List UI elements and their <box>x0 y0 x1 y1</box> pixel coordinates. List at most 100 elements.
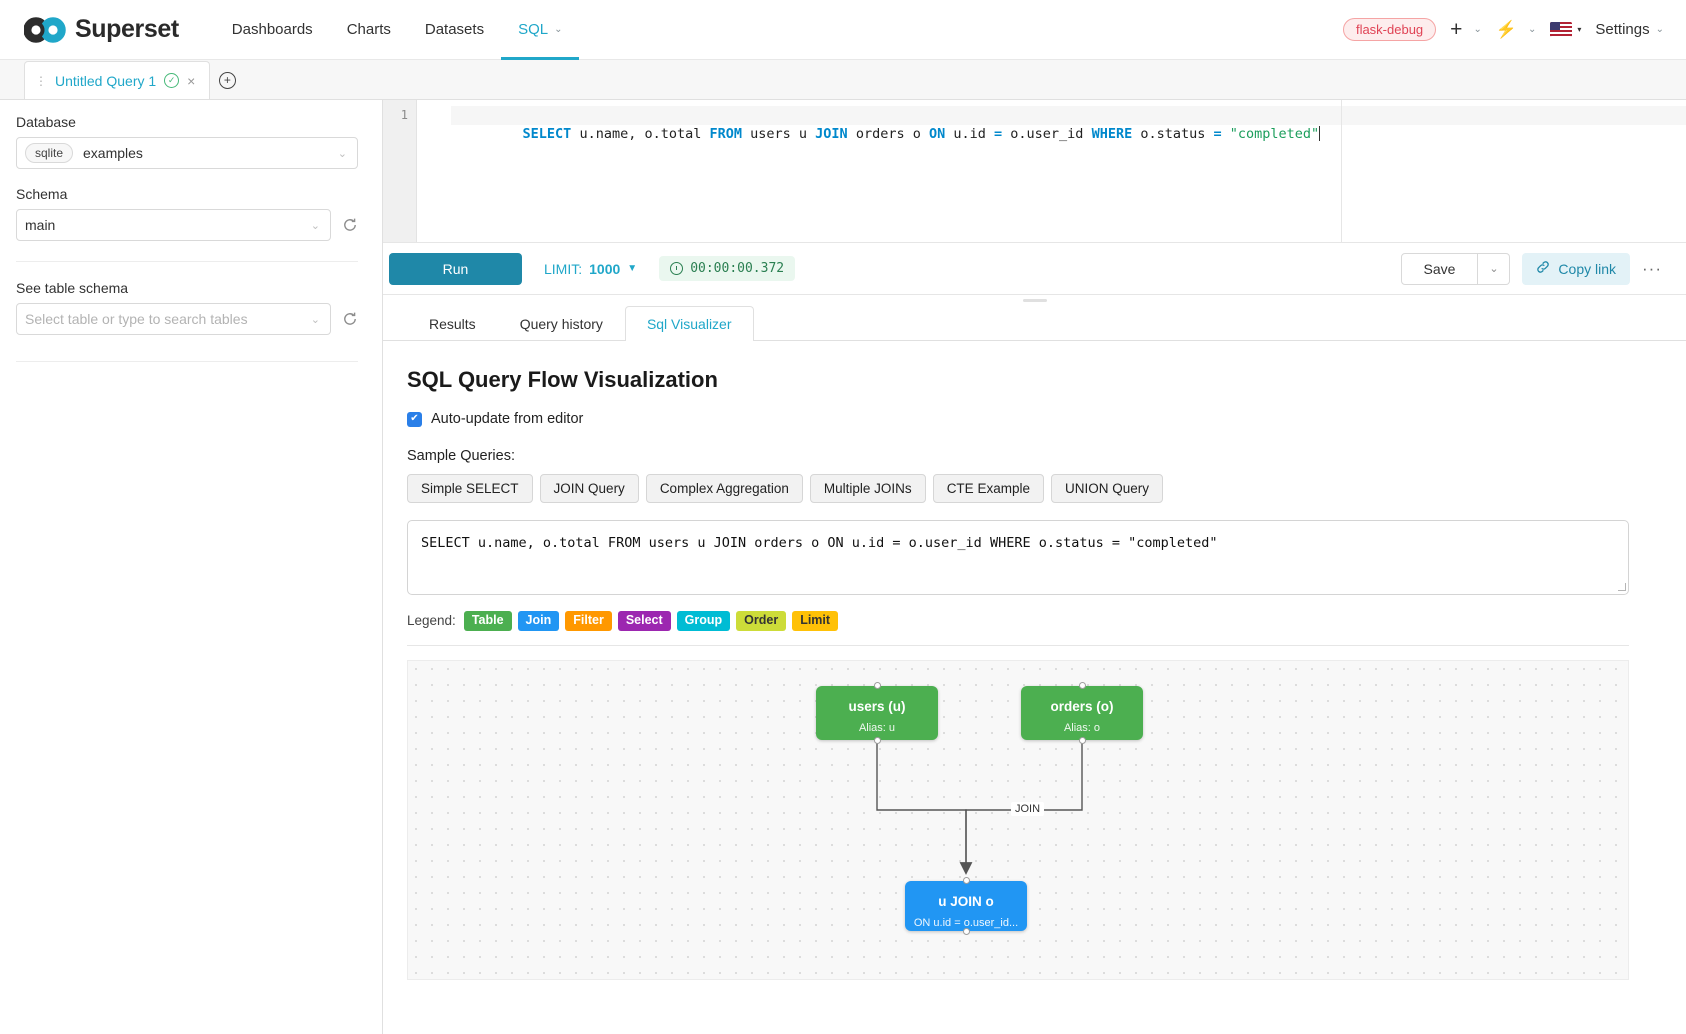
schema-label: Schema <box>16 186 68 202</box>
more-options-icon[interactable]: ··· <box>1642 259 1662 278</box>
legend-chip-order: Order <box>736 611 787 631</box>
triangle-down-icon: ▾ <box>1577 25 1582 34</box>
panel-resize-handle[interactable] <box>383 295 1686 305</box>
query-tab-untitled-query-1[interactable]: ⋮ Untitled Query 1 ✓ × <box>24 61 211 99</box>
sample-query-button-5[interactable]: UNION Query <box>1050 474 1163 503</box>
drag-handle-icon[interactable]: ⋮ <box>35 73 47 88</box>
table-row: Select table or type to search tables ⌄ <box>16 303 358 335</box>
chevron-down-icon: ⌄ <box>554 24 563 35</box>
chevron-down-icon: ⌄ <box>1528 24 1537 35</box>
text-cursor <box>1319 126 1321 141</box>
checkmark-icon: ✔ <box>410 413 419 424</box>
settings-label: Settings <box>1595 21 1650 38</box>
bolt-menu-button[interactable]: ⚡ ⌄ <box>1496 21 1537 38</box>
schema-value: main <box>25 217 56 233</box>
database-select[interactable]: sqlite examples ⌄ <box>16 137 358 169</box>
node-handle-bottom-icon[interactable] <box>873 736 881 744</box>
see-table-schema-label: See table schema <box>16 280 129 296</box>
editor-code-area[interactable]: SELECT u.name, o.total FROM users u JOIN… <box>417 100 1686 242</box>
settings-menu[interactable]: Settings ⌄ <box>1595 21 1664 38</box>
toolbar-right: Save ⌄ Copy link ··· <box>1400 252 1663 285</box>
chevron-down-icon: ⌄ <box>1473 24 1482 35</box>
nav-dashboards[interactable]: Dashboards <box>215 0 330 60</box>
save-dropdown-chevron-down-icon[interactable]: ⌄ <box>1478 252 1511 285</box>
tab-results[interactable]: Results <box>407 306 498 341</box>
nav-sql[interactable]: SQL ⌄ <box>501 0 580 60</box>
code-token: SELECT <box>522 126 572 142</box>
chevron-down-icon: ⌄ <box>1655 24 1664 35</box>
sample-query-button-3[interactable]: Multiple JOINs <box>809 474 926 503</box>
table-select[interactable]: Select table or type to search tables ⌄ <box>16 303 331 335</box>
sample-query-button-2[interactable]: Complex Aggregation <box>645 474 803 503</box>
node-handle-top-icon[interactable] <box>873 681 881 689</box>
flow-node-join[interactable]: u JOIN o ON u.id = o.user_id... <box>905 876 1027 935</box>
copy-link-label: Copy link <box>1558 260 1617 277</box>
sample-query-button-0[interactable]: Simple SELECT <box>407 474 533 503</box>
refresh-tables-icon[interactable] <box>342 311 358 327</box>
superset-mark-icon <box>23 16 66 43</box>
bolt-icon: ⚡ <box>1495 20 1517 39</box>
sample-query-button-4[interactable]: CTE Example <box>932 474 1044 503</box>
node-handle-top-icon[interactable] <box>962 876 970 884</box>
copy-link-button[interactable]: Copy link <box>1522 252 1631 285</box>
save-group: Save ⌄ <box>1400 252 1511 285</box>
flow-node-users[interactable]: users (u) Alias: u <box>816 681 938 744</box>
legend-label: Legend: <box>407 613 456 629</box>
new-menu-button[interactable]: + ⌄ <box>1450 19 1482 40</box>
database-engine-badge: sqlite <box>25 143 74 163</box>
database-label: Database <box>16 114 76 130</box>
tab-sql-visualizer[interactable]: Sql Visualizer <box>624 306 754 341</box>
superset-logo[interactable]: Superset <box>23 15 179 44</box>
code-token: = <box>1213 126 1222 142</box>
us-flag-icon <box>1550 22 1573 37</box>
flow-node-title: u JOIN o <box>938 893 994 909</box>
flow-node-title: users (u) <box>848 698 906 714</box>
node-handle-bottom-icon[interactable] <box>1078 736 1086 744</box>
chevron-down-icon: ⌄ <box>310 313 320 326</box>
nav-charts-label: Charts <box>346 21 391 38</box>
code-token: = <box>994 126 1003 142</box>
flow-node-title: orders (o) <box>1050 698 1114 714</box>
language-selector[interactable]: ▾ <box>1550 22 1581 37</box>
sql-visualizer-panel: SQL Query Flow Visualization ✔ Auto-upda… <box>383 341 1686 1034</box>
editor-code-line: SELECT u.name, o.total FROM users u JOIN… <box>425 106 1686 163</box>
sample-query-button-1[interactable]: JOIN Query <box>539 474 639 503</box>
node-handle-bottom-icon[interactable] <box>962 927 970 935</box>
query-timer: 00:00:00.372 <box>659 256 796 281</box>
schema-select[interactable]: main ⌄ <box>16 209 331 241</box>
visualizer-divider <box>407 644 1629 646</box>
editor-vertical-rule <box>1341 100 1342 242</box>
nav-datasets[interactable]: Datasets <box>408 0 501 60</box>
nav-charts[interactable]: Charts <box>330 0 408 60</box>
save-button[interactable]: Save <box>1400 252 1479 285</box>
run-button[interactable]: Run <box>389 252 522 285</box>
panel-divider-2 <box>16 361 358 362</box>
limit-dropdown[interactable]: LIMIT: 1000 ▼ <box>544 261 637 277</box>
node-handle-top-icon[interactable] <box>1078 681 1086 689</box>
flow-edge-users-join <box>876 739 973 875</box>
flow-node-subtitle: Alias: u <box>858 721 896 734</box>
legend-chip-group: Group <box>676 611 731 631</box>
result-tabs: Results Query history Sql Visualizer <box>383 305 1686 341</box>
auto-update-checkbox[interactable]: ✔ <box>407 411 422 427</box>
close-icon[interactable]: × <box>187 72 196 89</box>
chevron-down-icon: ⌄ <box>310 219 320 232</box>
primary-nav: Dashboards Charts Datasets SQL ⌄ <box>215 0 580 60</box>
sql-editor[interactable]: 1 SELECT u.name, o.total FROM users u JO… <box>383 100 1686 243</box>
page-title: SQL Query Flow Visualization <box>407 367 718 392</box>
refresh-schema-icon[interactable] <box>342 217 358 233</box>
flow-node-orders[interactable]: orders (o)Alias: o <box>1021 681 1143 744</box>
flow-node-subtitle: ON u.id = o.user_id... <box>913 916 1019 929</box>
flow-diagram-canvas[interactable]: users (u) Alias: u orders (o)Alias: o u JOI… <box>407 659 1629 980</box>
nav-dashboards-label: Dashboards <box>231 21 313 38</box>
tab-results-label: Results <box>429 316 476 332</box>
timer-value: 00:00:00.372 <box>690 261 785 276</box>
sql-input[interactable] <box>407 520 1629 595</box>
auto-update-row: ✔ Auto-update from editor <box>407 411 1662 427</box>
panel-divider <box>16 261 358 262</box>
tab-query-history[interactable]: Query history <box>498 306 625 341</box>
left-query-panel: Database sqlite examples ⌄ Schema main ⌄… <box>0 100 383 1034</box>
add-query-tab-button[interactable]: + <box>210 61 244 99</box>
legend-chip-join: Join <box>517 611 560 631</box>
